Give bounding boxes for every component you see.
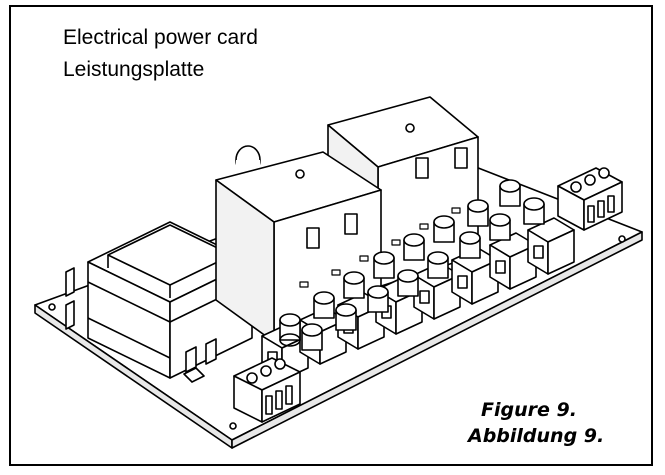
terminal-block: [527, 217, 575, 275]
caption-german: Abbildung 9.: [468, 425, 605, 447]
cylindrical-components: [279, 179, 545, 351]
title-english: Electrical power card: [63, 26, 258, 49]
title-german: Leistungsplatte: [63, 58, 205, 81]
spade-terminals: [65, 267, 217, 383]
right-terminal-block: [557, 167, 623, 231]
component-leads: [299, 207, 461, 288]
caption-english: Figure 9.: [481, 399, 577, 421]
terminal-block: [451, 247, 499, 305]
front-terminal-block: [233, 357, 301, 423]
